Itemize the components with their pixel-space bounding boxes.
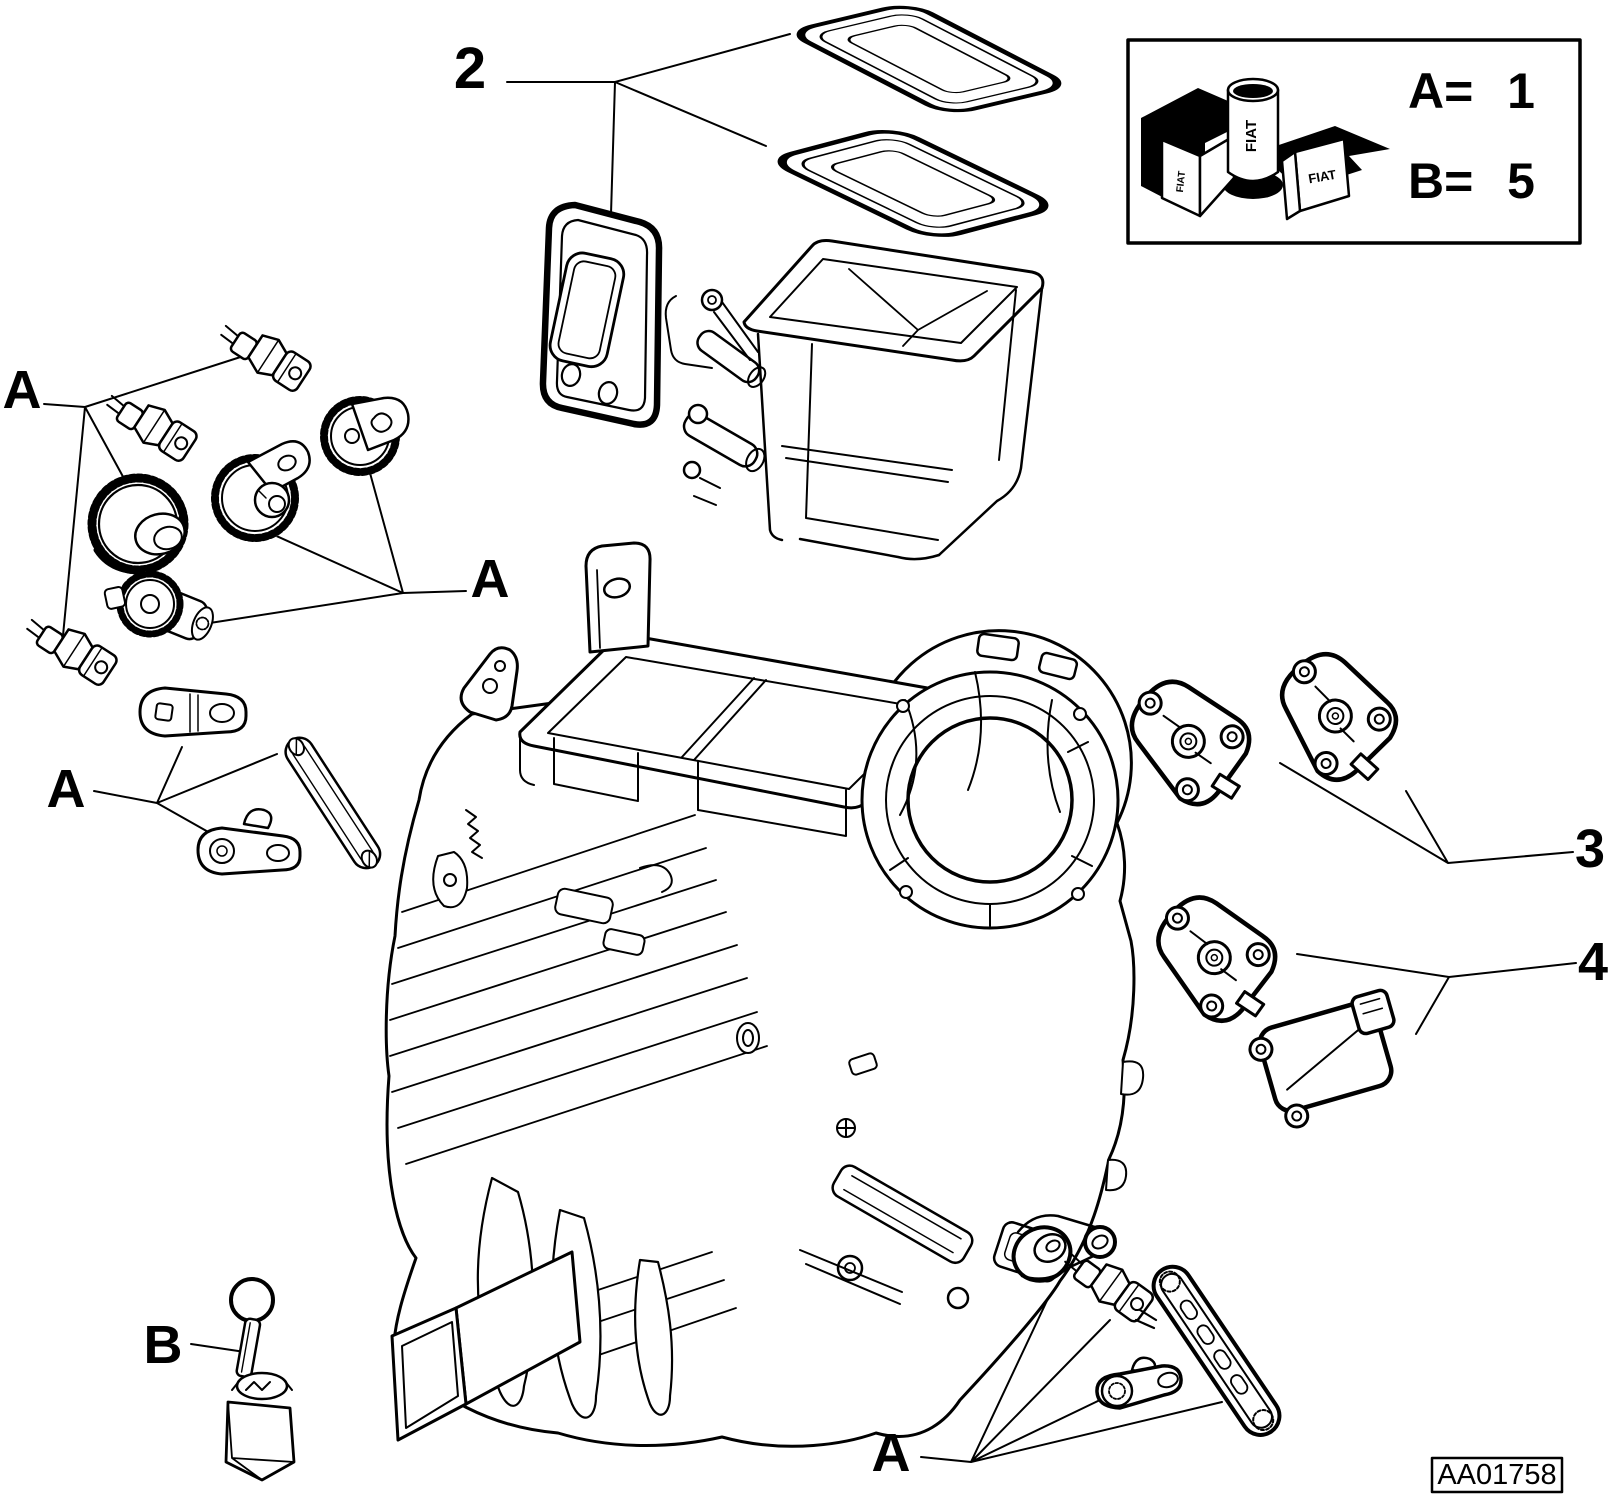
sensor-plug-mid: [98, 380, 202, 467]
actuator-motor-4b: [1248, 988, 1396, 1129]
legend-value-a: 1: [1507, 63, 1535, 119]
callout-label-3: 3: [1575, 819, 1605, 879]
housing-details: [432, 809, 1145, 1192]
callout-label-b: B: [144, 1315, 183, 1375]
roller-bushing: [1011, 1214, 1117, 1283]
sensor-plug-bottom: [18, 604, 122, 691]
brand-text-box-right: FIAT: [1307, 167, 1337, 187]
gear-cam: [211, 440, 311, 542]
hvac-unit-body: [384, 541, 1145, 1448]
bottom-duct: [390, 1250, 582, 1442]
leader-lines-kit-a-bottom: [920, 1289, 1223, 1463]
lever-arm-bottom-right: [1095, 1356, 1183, 1410]
callout-label-2: 2: [454, 36, 486, 101]
leader-lines-item3: [1279, 762, 1574, 864]
lever-arm-upper: [138, 686, 248, 738]
actuator-motor-4a: [1156, 892, 1280, 1024]
gear-large: [87, 473, 189, 575]
actuator-motor-3b: [1276, 651, 1400, 783]
leader-lines-kit-a-levers: [93, 746, 278, 843]
callout-label-4: 4: [1578, 932, 1608, 992]
legend-key-b: B=: [1408, 153, 1473, 209]
temperature-sensor-b: [224, 1277, 296, 1482]
gasket-seal-top: [796, 5, 1062, 113]
lever-arm-lower: [196, 808, 302, 876]
air-intake-housing: [664, 239, 1045, 561]
intake-flap-linkage: [664, 288, 767, 506]
drawing-code-text: AA01758: [1437, 1459, 1556, 1491]
blower-housing: [860, 632, 1120, 930]
gear-motor-small: [103, 570, 214, 641]
leader-lines-item4: [1296, 953, 1577, 1035]
link-rod: [284, 736, 382, 870]
callout-label-a-levers: A: [47, 759, 86, 819]
sensor-plug-bottom-right: [1056, 1238, 1158, 1330]
leader-lines-kit-a-gears: [43, 352, 254, 647]
drawing-code-box: AA01758: [1430, 1456, 1564, 1494]
fiat-parts-illustration: FIAT FIAT FIAT: [1141, 77, 1390, 221]
callout-label-a-gears-right: A: [471, 549, 510, 609]
callout-label-a-bottom: A: [872, 1423, 911, 1483]
gasket-seal-middle: [777, 130, 1049, 237]
gear-small-right: [320, 396, 410, 476]
actuator-motor-3a: [1128, 674, 1256, 810]
legend-box: FIAT FIAT FIAT A= 1 B= 5: [1126, 38, 1582, 245]
leader-lines-kit-a-gears-right: [183, 472, 467, 628]
callout-label-a-gears: A: [3, 360, 42, 420]
legend-value-b: 5: [1507, 153, 1535, 209]
leader-lines-item2: [506, 33, 791, 215]
gasket-seal-side: [539, 201, 663, 428]
rack-strip: [1151, 1264, 1282, 1437]
side-mount-bracket: [459, 646, 519, 722]
top-mount-bracket: [584, 541, 652, 654]
brand-text-can: FIAT: [1243, 120, 1260, 152]
brand-text-box-left: FIAT: [1175, 170, 1188, 193]
leader-line-kit-b: [190, 1343, 246, 1353]
legend-key-a: A=: [1408, 63, 1473, 119]
sensor-plug-top: [212, 310, 316, 397]
